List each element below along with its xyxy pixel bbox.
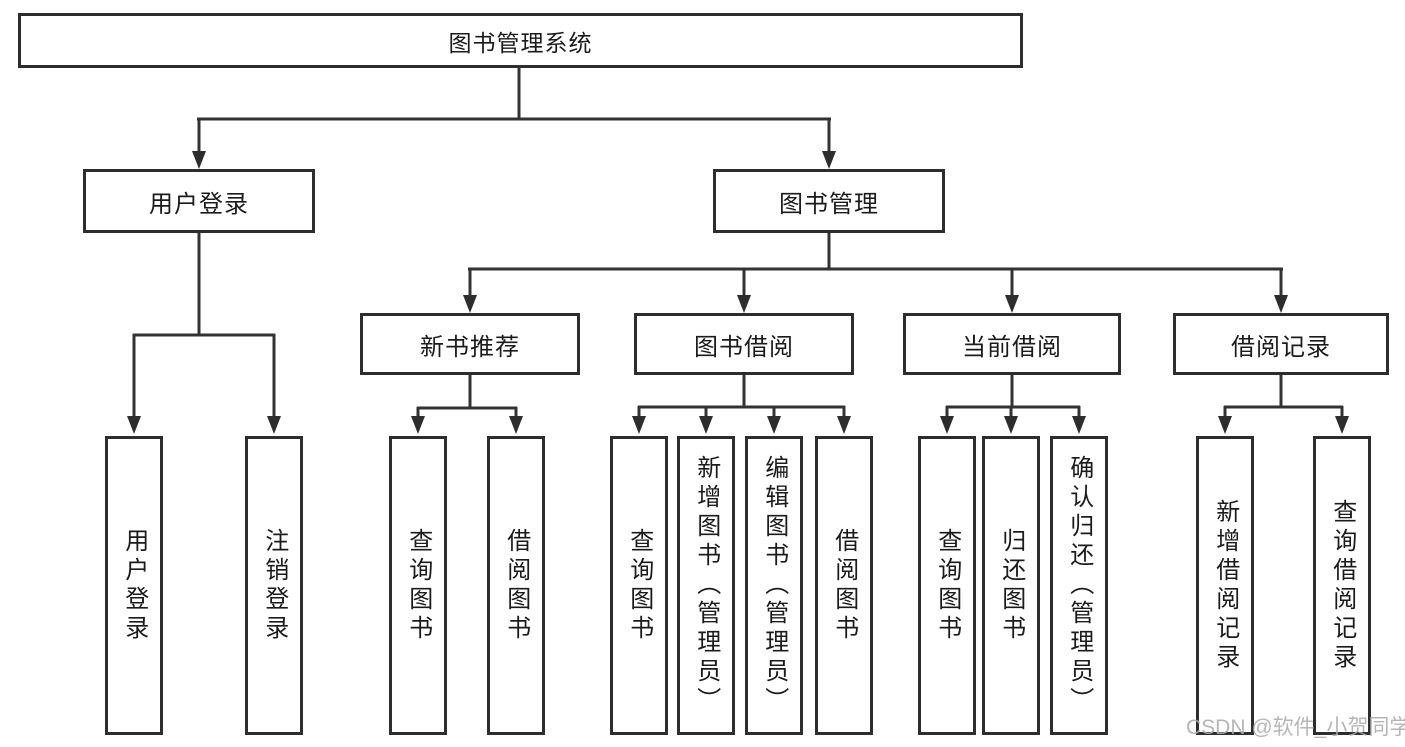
connector-root-to-level2 (197, 68, 831, 155)
leaf-query-borrow-record: 查询借阅记录 (1313, 436, 1371, 735)
connector-newbook-to-leaves (416, 375, 518, 420)
connector-borrow-to-leaves (637, 375, 846, 420)
node-label: 注销登录 (260, 527, 288, 644)
arrowhead (1072, 416, 1086, 434)
node-label: 用户登录 (149, 190, 249, 218)
leaf-return-books: 归还图书 (982, 436, 1040, 735)
arrowhead (699, 416, 713, 434)
node-book-management: 图书管理 (713, 169, 945, 233)
node-label: 借阅记录 (1231, 333, 1331, 361)
leaf-add-books-admin: 新增图书（管理员） (677, 436, 735, 735)
arrowhead (737, 295, 751, 313)
leaf-edit-books-admin: 编辑图书（管理员） (745, 436, 803, 735)
arrowheads (127, 151, 1349, 434)
arrowhead (632, 416, 646, 434)
arrowhead (267, 416, 281, 434)
connector-mgmt-to-level3 (468, 233, 1283, 299)
arrowhead (940, 416, 954, 434)
node-borrow-records: 借阅记录 (1173, 313, 1389, 375)
leaf-confirm-return-admin: 确认归还（管理员） (1050, 436, 1108, 735)
arrowhead (1218, 416, 1232, 434)
leaf-logout: 注销登录 (245, 436, 303, 735)
arrowhead (1005, 295, 1019, 313)
leaf-query-books-recommend: 查询图书 (389, 436, 447, 735)
node-label: 借阅图书 (502, 527, 530, 644)
node-label: 查询图书 (404, 527, 432, 644)
csdn-watermark: CSDN @软件_小贺同学 (1186, 716, 1405, 739)
leaf-borrow-books-recommend: 借阅图书 (487, 436, 545, 735)
leaf-add-borrow-record: 新增借阅记录 (1196, 436, 1254, 735)
node-user-login: 用户登录 (83, 169, 315, 233)
node-label: 新书推荐 (420, 333, 520, 361)
leaf-borrow-books: 借阅图书 (815, 436, 873, 735)
node-label: 查询图书 (933, 527, 961, 644)
node-label: 归还图书 (997, 527, 1025, 644)
arrowhead (837, 416, 851, 434)
arrowhead (1004, 416, 1018, 434)
arrowhead (411, 416, 425, 434)
leaf-query-books-borrow: 查询图书 (610, 436, 668, 735)
arrowhead (1335, 416, 1349, 434)
arrowhead (822, 151, 836, 169)
node-label: 查询借阅记录 (1328, 498, 1356, 673)
node-current-borrow: 当前借阅 (903, 313, 1121, 375)
arrowhead (192, 151, 206, 169)
leaf-user-login: 用户登录 (105, 436, 163, 735)
arrowhead (1274, 295, 1288, 313)
leaf-query-books-current: 查询图书 (918, 436, 976, 735)
node-label: 图书借阅 (694, 333, 794, 361)
node-label: 借阅图书 (830, 527, 858, 644)
connector-login-to-leaves (132, 233, 276, 420)
arrowhead (127, 416, 141, 434)
arrowhead (463, 295, 477, 313)
node-new-book-recommend: 新书推荐 (360, 313, 580, 375)
node-label: 查询图书 (625, 527, 653, 644)
connector-records-to-leaves (1223, 375, 1344, 420)
arrowhead (767, 416, 781, 434)
node-library-management-system: 图书管理系统 (18, 13, 1023, 68)
connector-current-to-leaves (945, 375, 1081, 420)
arrowhead (509, 416, 523, 434)
node-label: 编辑图书（管理员） (760, 455, 788, 716)
node-label: 图书管理系统 (448, 29, 593, 56)
node-label: 新增图书（管理员） (692, 455, 720, 716)
node-label: 图书管理 (779, 190, 879, 218)
node-label: 新增借阅记录 (1211, 498, 1239, 673)
node-book-borrow: 图书借阅 (634, 313, 854, 375)
node-label: 用户登录 (120, 527, 148, 644)
node-label: 当前借阅 (962, 333, 1062, 361)
node-label: 确认归还（管理员） (1065, 455, 1093, 716)
